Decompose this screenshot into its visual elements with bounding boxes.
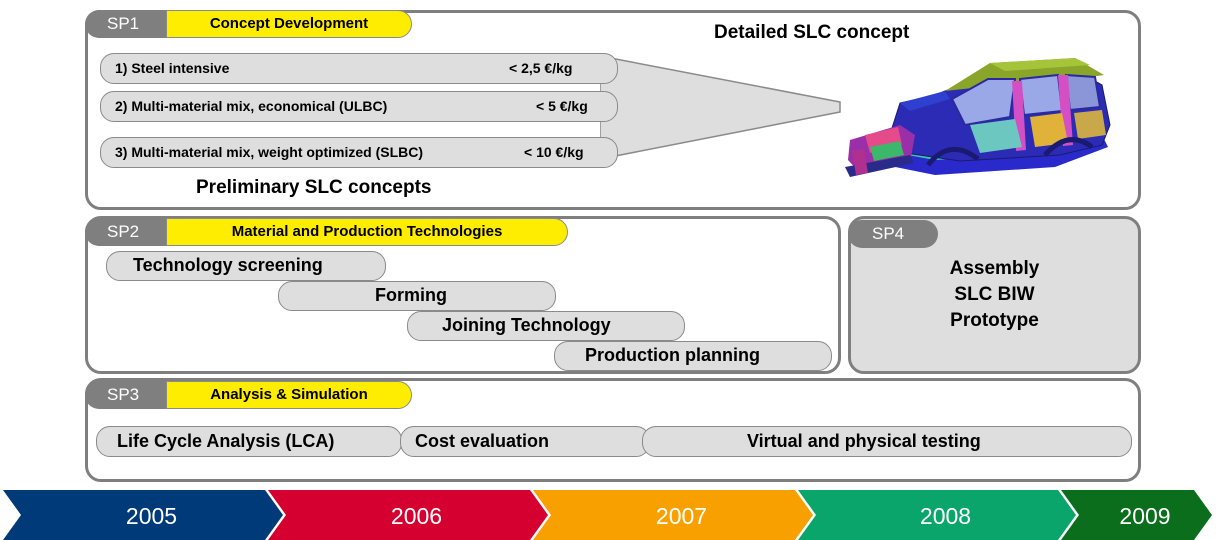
concept-2-cost: < 5 €/kg xyxy=(536,98,588,114)
sp4-tag: SP4 xyxy=(848,220,938,248)
year-arrow-2008 xyxy=(798,490,1076,540)
concept-multi-material-economical: 2) Multi-material mix, economical (ULBC)… xyxy=(100,91,618,122)
year-label-2005: 2005 xyxy=(125,503,178,529)
sp2-technology-screening: Technology screening xyxy=(106,251,386,281)
concept-funnel xyxy=(600,55,841,160)
concept-multi-material-weight-optimized: 3) Multi-material mix, weight optimized … xyxy=(100,137,618,168)
sp2-production-planning: Production planning xyxy=(554,341,832,371)
sp4-line-slc-biw: SLC BIW xyxy=(954,284,1035,305)
concept-2-name: 2) Multi-material mix, economical (ULBC) xyxy=(115,98,388,114)
preliminary-concepts-label: Preliminary SLC concepts xyxy=(196,177,432,198)
concept-1-name: 1) Steel intensive xyxy=(115,60,230,76)
concept-1-cost: < 2,5 €/kg xyxy=(509,60,573,76)
sp3-virtual-physical-testing: Virtual and physical testing xyxy=(642,426,1132,457)
sp4-line-prototype: Prototype xyxy=(950,310,1039,331)
year-label-2007: 2007 xyxy=(655,503,708,529)
sp2-title: Material and Production Technologies xyxy=(166,218,568,246)
sp3-cost-evaluation: Cost evaluation xyxy=(400,426,650,457)
sp3-title: Analysis & Simulation xyxy=(166,381,412,409)
sp2-joining-technology: Joining Technology xyxy=(407,311,685,341)
concept-3-cost: < 10 €/kg xyxy=(524,144,584,160)
sp1-title: Concept Development xyxy=(166,10,412,38)
sp4-line-assembly: Assembly xyxy=(949,258,1040,279)
year-label-2006: 2006 xyxy=(390,503,443,529)
sp3-life-cycle-analysis: Life Cycle Analysis (LCA) xyxy=(96,426,402,457)
concept-steel-intensive: 1) Steel intensive < 2,5 €/kg xyxy=(100,53,618,84)
timeline-arrows xyxy=(3,490,1212,540)
detailed-concept-label: Detailed SLC concept xyxy=(714,22,910,43)
year-arrow-2005 xyxy=(3,490,283,540)
year-arrow-2006 xyxy=(268,490,548,540)
year-label-2009: 2009 xyxy=(1119,503,1171,529)
year-arrow-2009 xyxy=(1061,490,1212,540)
concept-3-name: 3) Multi-material mix, weight optimized … xyxy=(115,144,424,160)
sp2-forming: Forming xyxy=(278,281,556,311)
car-body-illustration xyxy=(845,58,1111,177)
year-arrow-2007 xyxy=(533,490,813,540)
year-label-2008: 2008 xyxy=(919,503,972,529)
